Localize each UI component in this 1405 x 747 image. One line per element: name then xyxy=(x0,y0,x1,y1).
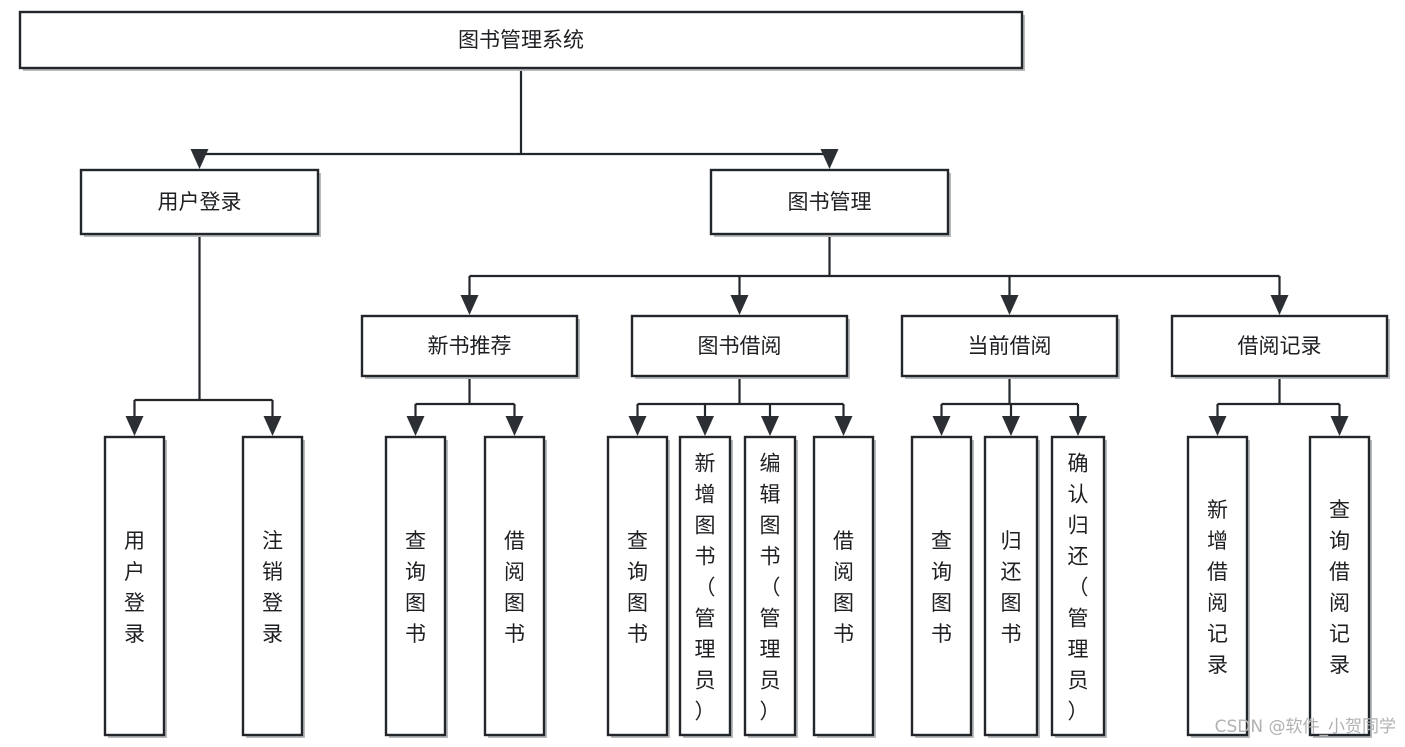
node-leaf-rec-query-book[interactable]: 查询图书 xyxy=(384,435,448,738)
node-leaf-cb-confirm-return[interactable]: 确认归还（管理员） xyxy=(1050,435,1107,738)
csdn-watermark: CSDN @软件_小贺同学 xyxy=(1215,717,1396,737)
arrow-head-icon xyxy=(1208,416,1227,436)
edge-group-book-borrow xyxy=(628,376,853,436)
arrow-head-icon xyxy=(460,295,479,315)
arrow-head-icon xyxy=(125,416,144,436)
edge-group-user-login xyxy=(125,234,282,436)
node-label: 查询图书 xyxy=(627,529,648,646)
node-box[interactable] xyxy=(900,314,1119,378)
node-box[interactable] xyxy=(743,435,797,737)
node-box[interactable] xyxy=(1186,435,1249,737)
node-user-login[interactable]: 用户登录 xyxy=(79,168,321,237)
node-label: 图书管理系统 xyxy=(458,28,584,52)
node-current-borrow[interactable]: 当前借阅 xyxy=(900,314,1120,379)
node-book-borrow[interactable]: 图书借阅 xyxy=(630,314,850,379)
node-leaf-cb-query-book[interactable]: 查询图书 xyxy=(910,435,974,738)
node-label: 确认归还（管理员） xyxy=(1068,452,1089,724)
arrow-head-icon xyxy=(1000,295,1019,315)
node-book-manage[interactable]: 图书管理 xyxy=(709,168,951,237)
node-label: 注销登录 xyxy=(262,529,283,646)
node-leaf-cb-return-book[interactable]: 归还图书 xyxy=(983,435,1040,738)
node-box[interactable] xyxy=(812,435,875,737)
node-box[interactable] xyxy=(79,168,320,236)
edge-group-new-book-rec xyxy=(406,376,524,436)
node-leaf-bb-query-book[interactable]: 查询图书 xyxy=(606,435,670,738)
node-box[interactable] xyxy=(678,435,732,737)
node-box[interactable] xyxy=(384,435,447,737)
node-box[interactable] xyxy=(1308,435,1371,737)
arrow-head-icon xyxy=(730,295,749,315)
node-box[interactable] xyxy=(18,10,1024,70)
arrow-head-icon xyxy=(761,416,779,436)
arrow-head-icon xyxy=(696,416,714,436)
node-leaf-rec-borrow-book[interactable]: 借阅图书 xyxy=(483,435,547,738)
node-label: 归还图书 xyxy=(1001,529,1022,646)
node-box[interactable] xyxy=(1050,435,1106,737)
arrow-head-icon xyxy=(406,416,425,436)
node-leaf-br-query-record[interactable]: 查询借阅记录 xyxy=(1308,435,1372,738)
node-box[interactable] xyxy=(709,168,950,236)
node-leaf-user-login[interactable]: 用户登录 xyxy=(103,435,167,738)
node-label: 新书推荐 xyxy=(428,334,512,358)
node-box[interactable] xyxy=(241,435,304,737)
node-label: 图书管理 xyxy=(788,190,872,214)
node-box[interactable] xyxy=(1170,314,1389,378)
node-label: 当前借阅 xyxy=(968,334,1052,358)
node-box[interactable] xyxy=(103,435,166,737)
node-label: 查询图书 xyxy=(405,529,426,646)
node-label: 用户登录 xyxy=(124,529,145,646)
node-label: 借阅图书 xyxy=(833,529,854,646)
node-leaf-br-add-record[interactable]: 新增借阅记录 xyxy=(1186,435,1250,738)
edge-group-current-borrow xyxy=(932,376,1087,436)
arrow-head-icon xyxy=(263,416,282,436)
node-leaf-bb-add-book[interactable]: 新增图书（管理员） xyxy=(678,435,733,738)
node-box[interactable] xyxy=(606,435,669,737)
arrow-head-icon xyxy=(190,149,209,169)
node-leaf-bb-borrow-book[interactable]: 借阅图书 xyxy=(812,435,876,738)
node-leaf-bb-edit-book[interactable]: 编辑图书（管理员） xyxy=(743,435,798,738)
arrow-head-icon xyxy=(1330,416,1349,436)
arrow-head-icon xyxy=(628,416,647,436)
arrow-head-icon xyxy=(834,416,853,436)
node-label: 图书借阅 xyxy=(698,334,782,358)
node-box[interactable] xyxy=(983,435,1039,737)
node-root[interactable]: 图书管理系统 xyxy=(18,10,1025,71)
node-label: 查询图书 xyxy=(931,529,952,646)
node-label: 用户登录 xyxy=(158,190,242,214)
node-leaf-user-logout[interactable]: 注销登录 xyxy=(241,435,305,738)
node-label: 借阅记录 xyxy=(1238,334,1322,358)
arrow-head-icon xyxy=(1270,295,1289,315)
node-label: 借阅图书 xyxy=(504,529,525,646)
node-borrow-record[interactable]: 借阅记录 xyxy=(1170,314,1390,379)
node-box[interactable] xyxy=(630,314,849,378)
arrow-head-icon xyxy=(1069,416,1087,436)
node-box[interactable] xyxy=(360,314,579,378)
edges-layer xyxy=(125,68,1349,436)
arrow-head-icon xyxy=(820,149,839,169)
node-label: 编辑图书（管理员） xyxy=(760,452,781,724)
arrow-head-icon xyxy=(505,416,524,436)
node-box[interactable] xyxy=(910,435,973,737)
arrow-head-icon xyxy=(1002,416,1020,436)
arrow-head-icon xyxy=(932,416,951,436)
nodes-layer: 图书管理系统用户登录图书管理新书推荐图书借阅当前借阅借阅记录用户登录注销登录查询… xyxy=(18,10,1390,738)
node-box[interactable] xyxy=(483,435,546,737)
node-label: 新增借阅记录 xyxy=(1207,498,1228,677)
edge-group-borrow-record xyxy=(1208,376,1349,436)
node-label: 新增图书（管理员） xyxy=(695,452,716,724)
node-new-book-rec[interactable]: 新书推荐 xyxy=(360,314,580,379)
edge-group-book-manage xyxy=(460,234,1289,315)
edge-group-root xyxy=(190,68,839,169)
node-label: 查询借阅记录 xyxy=(1329,498,1350,677)
